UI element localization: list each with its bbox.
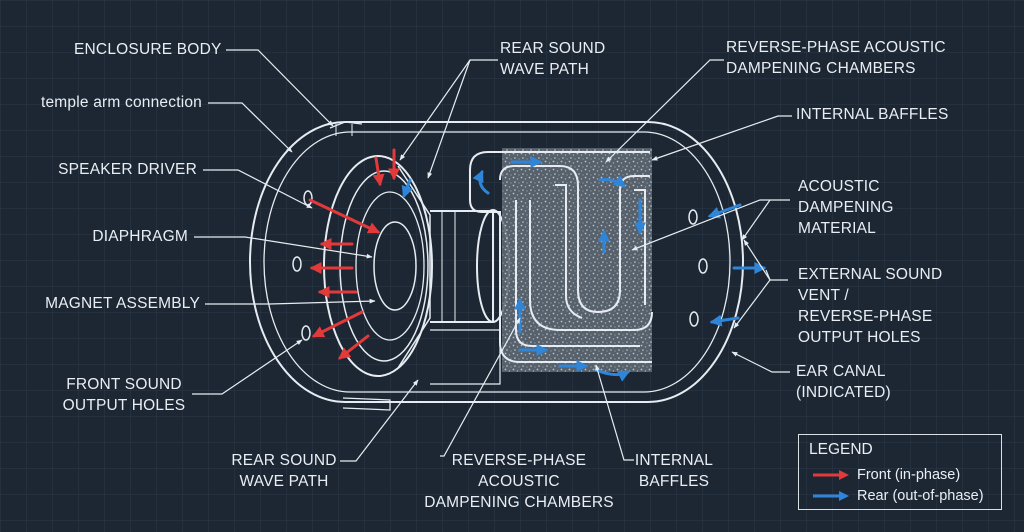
label-vent-line-1: EXTERNAL SOUND — [798, 266, 943, 283]
label-ear-canal: EAR CANAL (INDICATED) — [796, 361, 906, 403]
legend-row-front: Front (in-phase) — [811, 465, 960, 485]
legend: LEGEND Front (in-phase) Rear (out-of-pha… — [798, 434, 1002, 510]
label-internal-baffles-top: INTERNAL BAFFLES — [796, 106, 949, 123]
magnet-assembly — [430, 209, 510, 385]
label-reverse-phase-chambers-bottom: REVERSE-PHASE ACOUSTIC DAMPENING CHAMBER… — [424, 450, 614, 513]
label-ear-line-1: EAR CANAL — [796, 363, 886, 380]
label-reverse-phase-chambers-top: REVERSE-PHASE ACOUSTIC DAMPENING CHAMBER… — [726, 37, 946, 79]
label-vent-line-2: VENT / — [798, 287, 849, 304]
label-baffles-bottom-line-1: INTERNAL — [634, 452, 714, 469]
label-external-sound-vent: EXTERNAL SOUND VENT / REVERSE-PHASE OUTP… — [798, 264, 958, 348]
label-acoustic-dampening-material: ACOUSTIC DAMPENING MATERIAL — [798, 176, 908, 239]
label-reverse-bottom-line-2: ACOUSTIC — [478, 473, 560, 490]
label-dampening-line-2: DAMPENING — [798, 199, 894, 216]
label-rear-sound-wave-path-top: REAR SOUND WAVE PATH — [500, 38, 620, 80]
label-diaphragm: DIAPHRAGM — [92, 228, 188, 245]
label-rear-top-line-2: WAVE PATH — [500, 61, 590, 78]
label-vent-line-3: REVERSE-PHASE — [798, 308, 933, 325]
red-arrow-icon — [813, 470, 849, 480]
front-wave-arrows — [308, 148, 400, 360]
speaker-driver — [323, 155, 433, 377]
label-temple-arm-connection: temple arm connection — [40, 94, 202, 111]
legend-title: LEGEND — [809, 441, 873, 458]
internal-baffles — [469, 151, 653, 363]
label-dampening-line-3: MATERIAL — [798, 220, 876, 237]
label-enclosure-body: ENCLOSURE BODY — [74, 41, 222, 58]
label-reverse-bottom-line-1: REVERSE-PHASE — [451, 452, 587, 469]
label-ear-line-2: (INDICATED) — [796, 384, 891, 401]
rear-wave-arrows — [401, 156, 767, 382]
label-rear-bottom-line-2: WAVE PATH — [239, 473, 329, 490]
label-speaker-driver: SPEAKER DRIVER — [58, 161, 197, 178]
label-internal-baffles-bottom: INTERNAL BAFFLES — [626, 450, 722, 492]
label-rear-bottom-line-1: REAR SOUND — [231, 452, 337, 469]
label-baffles-bottom-line-2: BAFFLES — [638, 473, 710, 490]
label-rear-sound-wave-path-bottom: REAR SOUND WAVE PATH — [228, 450, 340, 492]
label-dampening-line-1: ACOUSTIC — [798, 178, 880, 195]
label-rear-top-line-1: REAR SOUND — [500, 40, 606, 57]
label-vent-line-4: OUTPUT HOLES — [798, 329, 921, 346]
label-reverse-bottom-line-3: DAMPENING CHAMBERS — [424, 494, 614, 511]
leader-lines — [192, 49, 792, 462]
label-front-sound-line-1: FRONT SOUND — [66, 376, 182, 393]
label-reverse-top-line-1: REVERSE-PHASE ACOUSTIC — [726, 39, 946, 56]
blue-arrow-icon — [813, 491, 849, 501]
legend-front-label: Front (in-phase) — [857, 467, 961, 483]
legend-row-rear: Rear (out-of-phase) — [811, 486, 984, 506]
label-reverse-top-line-2: DAMPENING CHAMBERS — [726, 60, 916, 77]
legend-rear-label: Rear (out-of-phase) — [857, 488, 984, 504]
label-front-sound-output-holes: FRONT SOUND OUTPUT HOLES — [58, 374, 190, 416]
enclosure-body — [249, 121, 744, 411]
label-magnet-assembly: MAGNET ASSEMBLY — [45, 295, 200, 312]
label-front-sound-line-2: OUTPUT HOLES — [62, 397, 186, 414]
